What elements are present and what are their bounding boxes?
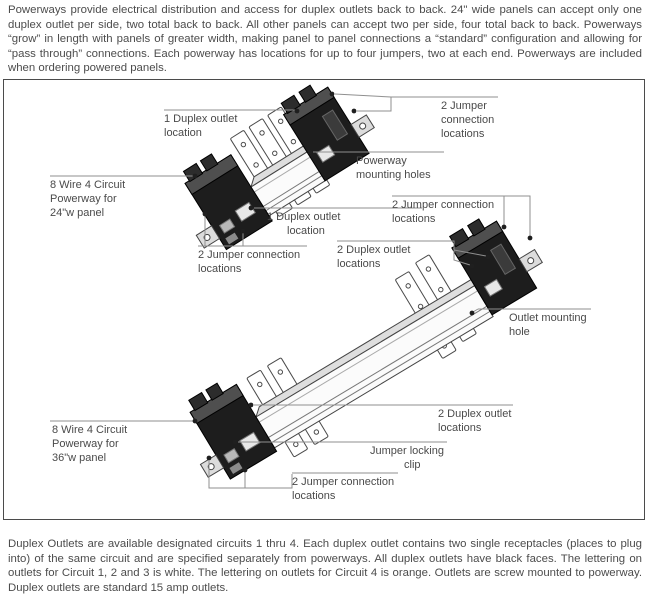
callout-powerway-24w: 8 Wire 4 Circuit Powerway for 24"w panel	[50, 178, 125, 221]
powerway-diagram-box: 1 Duplex outlet location 2 Jumper connec…	[3, 79, 645, 520]
callout-line: 2 Jumper connection	[198, 249, 301, 261]
callout-line: Jumper locking	[370, 445, 444, 457]
callout-line: 8 Wire 4 Circuit	[50, 179, 126, 191]
callout-1-duplex-outlet-location-top: 1 Duplex outlet location	[164, 112, 237, 140]
callout-powerway-36w: 8 Wire 4 Circuit Powerway for 36"w panel	[52, 423, 127, 466]
callout-line: Outlet mounting	[509, 312, 587, 324]
callout-line: mounting holes	[356, 169, 431, 182]
callout-2-jumper-connection-locations-36-left: 2 Jumper connection locations	[292, 475, 394, 503]
callout-line: 2 Jumper	[441, 100, 487, 112]
callout-line: locations	[392, 213, 436, 226]
callout-line: Powerway	[356, 155, 407, 167]
callout-line: 8 Wire 4 Circuit	[52, 424, 128, 436]
callout-line: hole	[509, 326, 530, 339]
callout-line: 2 Jumper connection	[392, 199, 495, 211]
callout-outlet-mounting-hole: Outlet mounting hole	[509, 311, 587, 339]
callout-line: locations	[438, 422, 482, 435]
callout-2-duplex-outlet-locations-mid: 2 Duplex outlet locations	[337, 243, 410, 271]
callout-anchor-dots	[192, 91, 533, 473]
callout-line: 1 Duplex outlet	[267, 211, 341, 223]
intro-paragraph: Powerways provide electrical distributio…	[8, 4, 642, 75]
callout-line: 2 Duplex outlet	[337, 244, 411, 256]
callout-jumper-locking-clip: Jumper locking clip	[370, 444, 444, 472]
callout-line: location	[287, 225, 325, 238]
callout-line: locations	[441, 128, 485, 141]
callout-line: Powerway for	[50, 193, 117, 206]
powerway-36w-drawing	[168, 201, 553, 489]
callout-line: location	[164, 127, 202, 140]
callout-line: locations	[292, 490, 336, 503]
callout-1-duplex-outlet-location-bottom: 1 Duplex outlet location	[267, 210, 340, 238]
callout-2-jumper-connection-locations-36-right: 2 Jumper connection locations	[392, 198, 494, 226]
callout-line: clip	[404, 459, 421, 472]
callout-line: 2 Duplex outlet	[438, 408, 512, 420]
callout-line: 1 Duplex outlet	[164, 113, 238, 125]
callout-line: 24"w panel	[50, 207, 105, 220]
callout-2-duplex-outlet-locations-bottom: 2 Duplex outlet locations	[438, 407, 511, 435]
callout-line: locations	[337, 258, 381, 271]
callout-powerway-mounting-holes: Powerway mounting holes	[356, 154, 431, 182]
footer-paragraph: Duplex Outlets are available designated …	[8, 538, 642, 594]
callout-2-jumper-connection-locations-top-right: 2 Jumper connection locations	[441, 99, 494, 142]
powerway-diagram-drawing	[50, 80, 591, 489]
callout-line: 36"w panel	[52, 452, 107, 465]
callout-line: Powerway for	[52, 438, 119, 451]
powerway-24w-drawing	[163, 80, 385, 260]
callout-2-jumper-connection-locations-24-left: 2 Jumper connection locations	[198, 248, 300, 276]
callout-line: locations	[198, 263, 242, 276]
callout-line: 2 Jumper connection	[292, 476, 395, 488]
callout-line: connection	[441, 114, 495, 127]
